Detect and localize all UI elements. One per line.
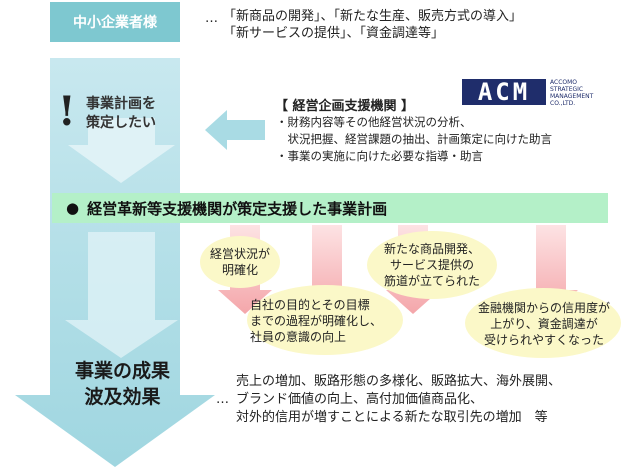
- bubble-management-clarity: 経営状況が 明確化: [200, 246, 280, 278]
- logo-sub-line: ACCOMO: [550, 79, 577, 86]
- result-title: 事業の成果 波及効果: [60, 358, 185, 410]
- exclamation-icon: !: [58, 88, 76, 135]
- acm-logo-mark: ACM: [462, 79, 546, 105]
- ellipsis: …: [216, 392, 229, 407]
- bubble-line: 明確化: [221, 263, 258, 277]
- result-line: ブランド価値の向上、高付加価値商品化、: [236, 392, 484, 407]
- bubble-new-product-path: 新たな商品開発、 サービス提供の 筋道が立てられた: [367, 241, 497, 289]
- logo-sub-line: MANAGEMENT: [550, 93, 594, 100]
- org-item: ・財務内容等その他経営状況の分析、: [276, 115, 472, 129]
- logo-sub-line: CO.,LTD.: [550, 100, 576, 107]
- logo-sub-line: STRATEGIC: [550, 86, 584, 93]
- target-label: 中小企業者様: [50, 2, 180, 42]
- acm-logo: ACM ACCOMO STRATEGIC MANAGEMENT CO.,LTD.: [462, 79, 612, 109]
- ellipsis: …: [205, 11, 218, 26]
- bubble-line: までの過程が明確化し、: [250, 314, 383, 328]
- bullet-icon: ●: [66, 199, 80, 217]
- bubble-line: 受けられやすくなった: [483, 333, 604, 347]
- org-title: 【 経営企画支援機関 】: [275, 99, 415, 114]
- banner-text: 経営革新等支援機関が策定支援した事業計画: [87, 199, 388, 218]
- plan-need-line: 事業計画を: [86, 96, 156, 112]
- bubble-line: 社員の意識の向上: [250, 330, 347, 344]
- bubble-line: サービス提供の: [389, 258, 474, 272]
- bubble-line: 金融機関からの信用度が: [477, 301, 610, 315]
- desc-line: 「新商品の開発」、「新たな生産、販売方式の導入」: [223, 9, 523, 24]
- result-description: … 売上の増加、販路形態の多様化、販路拡大、海外展開、 ブランド価値の向上、高付…: [216, 373, 561, 427]
- bubble-financial-trust: 金融機関からの信用度が 上がり、資金調達が 受けられやすくなった: [466, 300, 622, 348]
- org-item: 状況把握、経営課題の抽出、計画策定に向けた助言: [276, 132, 552, 146]
- bubble-line: 上がり、資金調達が: [490, 317, 598, 331]
- bubble-line: 経営状況が: [209, 247, 270, 261]
- support-arrow: [205, 110, 265, 150]
- org-items: ・財務内容等その他経営状況の分析、 状況把握、経営課題の抽出、計画策定に向けた助…: [276, 114, 552, 165]
- acm-logo-subtext: ACCOMO STRATEGIC MANAGEMENT CO.,LTD.: [550, 79, 593, 107]
- plan-need-line: 策定したい: [86, 115, 156, 131]
- bubble-line: 自社の目的とその目標: [250, 298, 370, 312]
- result-title-line: 事業の成果: [74, 360, 170, 382]
- desc-line: 「新サービスの提供」、「資金調達等」: [223, 26, 445, 41]
- org-item: ・事業の実施に向けた必要な指導・助言: [276, 149, 483, 163]
- plan-need-text: 事業計画を 策定したい: [86, 95, 156, 133]
- target-description: … 「新商品の開発」、「新たな生産、販売方式の導入」 「新サービスの提供」、「資…: [205, 8, 522, 42]
- bubble-line: 新たな商品開発、: [383, 242, 480, 256]
- result-title-line: 波及効果: [84, 386, 161, 408]
- bubble-company-goal: 自社の目的とその目標 までの過程が明確化し、 社員の意識の向上: [250, 297, 400, 345]
- result-line: 対外的信用が増すことによる新たな取引先の増加 等: [236, 410, 548, 425]
- bubble-line: 筋道が立てられた: [383, 274, 480, 288]
- business-plan-banner: ● 経営革新等支援機関が策定支援した事業計画: [52, 193, 608, 223]
- result-line: 売上の増加、販路形態の多様化、販路拡大、海外展開、: [236, 374, 562, 389]
